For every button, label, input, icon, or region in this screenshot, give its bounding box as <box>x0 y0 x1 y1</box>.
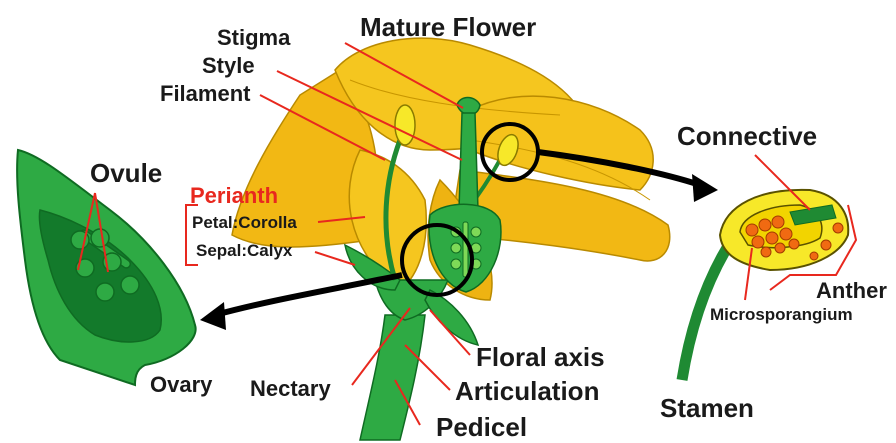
label-filament: Filament <box>160 81 251 106</box>
anther-left <box>395 105 415 145</box>
label-sepal: Sepal:Calyx <box>196 241 293 260</box>
style-shape <box>459 113 478 210</box>
label-ovule: Ovule <box>90 158 162 188</box>
label-perianth: Perianth <box>190 183 278 208</box>
ovary-detail-arrowhead <box>200 302 226 330</box>
diagram-title: Mature Flower <box>360 12 536 42</box>
label-stigma: Stigma <box>217 25 291 50</box>
label-connective: Connective <box>677 121 817 151</box>
label-microsporangium: Microsporangium <box>710 305 853 324</box>
label-stamen: Stamen <box>660 393 754 423</box>
label-articulation: Articulation <box>455 376 599 406</box>
sepal-right <box>425 290 478 345</box>
stamen-detail-arrowhead <box>692 174 718 202</box>
label-petal: Petal:Corolla <box>192 213 297 232</box>
label-floral-axis: Floral axis <box>476 342 605 372</box>
pedicel-shape <box>360 315 425 440</box>
label-nectary: Nectary <box>250 376 331 401</box>
label-style: Style <box>202 53 255 78</box>
label-anther: Anther <box>816 278 887 303</box>
ovary-detail-arrow <box>215 275 402 315</box>
label-ovary: Ovary <box>150 372 213 397</box>
label-pedicel: Pedicel <box>436 412 527 442</box>
